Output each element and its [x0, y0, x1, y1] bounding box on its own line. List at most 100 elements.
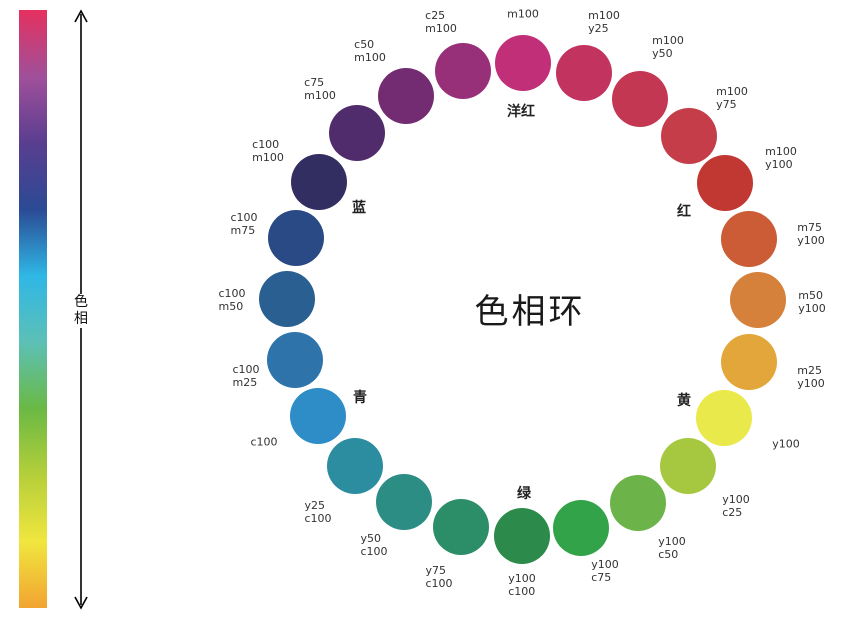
swatch-label-line: m100	[588, 9, 620, 22]
color-swatch	[378, 68, 434, 124]
color-swatch	[435, 43, 491, 99]
hue-group-label: 蓝	[352, 200, 366, 216]
swatch-label-line: c100	[232, 363, 260, 376]
swatch-label-line: y100	[797, 377, 825, 390]
swatch-label-line: y50	[360, 532, 381, 545]
swatch-label-line: c25	[722, 506, 743, 519]
color-swatch	[329, 105, 385, 161]
color-swatch	[556, 45, 612, 101]
swatch-label-line: c75	[304, 76, 325, 89]
swatch-label-line: y75	[716, 98, 737, 111]
color-swatch	[612, 71, 668, 127]
swatch-label-line: c100	[304, 512, 332, 525]
swatch-label: c100	[250, 436, 277, 449]
color-swatch	[697, 155, 753, 211]
hue-group-label: 洋红	[507, 104, 535, 120]
swatch-label-line: m50	[218, 300, 244, 313]
swatch-label-line: c75	[591, 571, 612, 584]
color-swatch	[327, 438, 383, 494]
swatch-label-line: m75	[230, 224, 256, 237]
swatch-label-line: y25	[588, 22, 609, 35]
hue-group-label: 绿	[517, 486, 531, 502]
wheel-title: 色相环	[474, 292, 586, 332]
swatch-label-line: y100	[508, 572, 536, 585]
swatch-label-line: c50	[354, 38, 375, 51]
color-swatch	[291, 154, 347, 210]
color-swatch	[268, 210, 324, 266]
color-swatch	[290, 388, 346, 444]
hue-group-label: 红	[677, 204, 691, 220]
color-swatch	[721, 334, 777, 390]
swatch-label-line: m100	[425, 22, 457, 35]
swatch-label-line: y100	[591, 558, 619, 571]
hue-axis-label: 色相	[72, 294, 90, 328]
swatch-label-line: m25	[797, 364, 822, 377]
hue-group-label: 黄	[677, 393, 691, 409]
color-swatch	[721, 211, 777, 267]
color-swatch	[376, 474, 432, 530]
swatch-label-line: m100	[304, 89, 336, 102]
swatch-label-line: c100	[508, 585, 536, 598]
hue-gradient-bar	[19, 10, 47, 608]
color-swatch	[494, 508, 550, 564]
swatch-label-line: c100	[252, 138, 280, 151]
swatch-label-line: y100	[722, 493, 750, 506]
swatch-label-line: c100	[360, 545, 388, 558]
swatch-label-line: m50	[798, 289, 823, 302]
swatch-label-line: y100	[772, 437, 800, 451]
swatch-label-line: c50	[658, 548, 679, 561]
color-swatch	[259, 271, 315, 327]
swatch-label-line: c100	[250, 435, 278, 449]
swatch-label-line: y100	[765, 158, 793, 171]
swatch-label-line: c25	[425, 9, 446, 22]
swatch-label: m100	[507, 8, 539, 21]
swatch-label-line: y100	[798, 302, 826, 315]
swatch-label-line: c100	[230, 211, 258, 224]
swatch-label-line: c100	[218, 287, 246, 300]
swatch-label: y100	[772, 438, 800, 451]
color-swatch	[267, 332, 323, 388]
swatch-label-line: c100	[425, 577, 453, 590]
swatch-label-line: y50	[652, 47, 673, 60]
color-swatch	[696, 390, 752, 446]
color-swatch	[433, 499, 489, 555]
swatch-label-line: m100	[507, 7, 539, 21]
swatch-label-line: y100	[797, 234, 825, 247]
color-swatch	[661, 108, 717, 164]
swatch-label-line: m100	[354, 51, 386, 64]
swatch-label-line: y100	[658, 535, 686, 548]
color-swatch	[730, 272, 786, 328]
color-swatch	[495, 35, 551, 91]
color-swatch	[553, 500, 609, 556]
swatch-label-line: m25	[232, 376, 258, 389]
swatch-label-line: m100	[716, 85, 748, 98]
swatch-label-line: m100	[652, 34, 684, 47]
hue-group-label: 青	[353, 390, 367, 406]
color-swatch	[660, 438, 716, 494]
swatch-label-line: y25	[304, 499, 325, 512]
swatch-label-line: m100	[765, 145, 797, 158]
color-swatch	[610, 475, 666, 531]
